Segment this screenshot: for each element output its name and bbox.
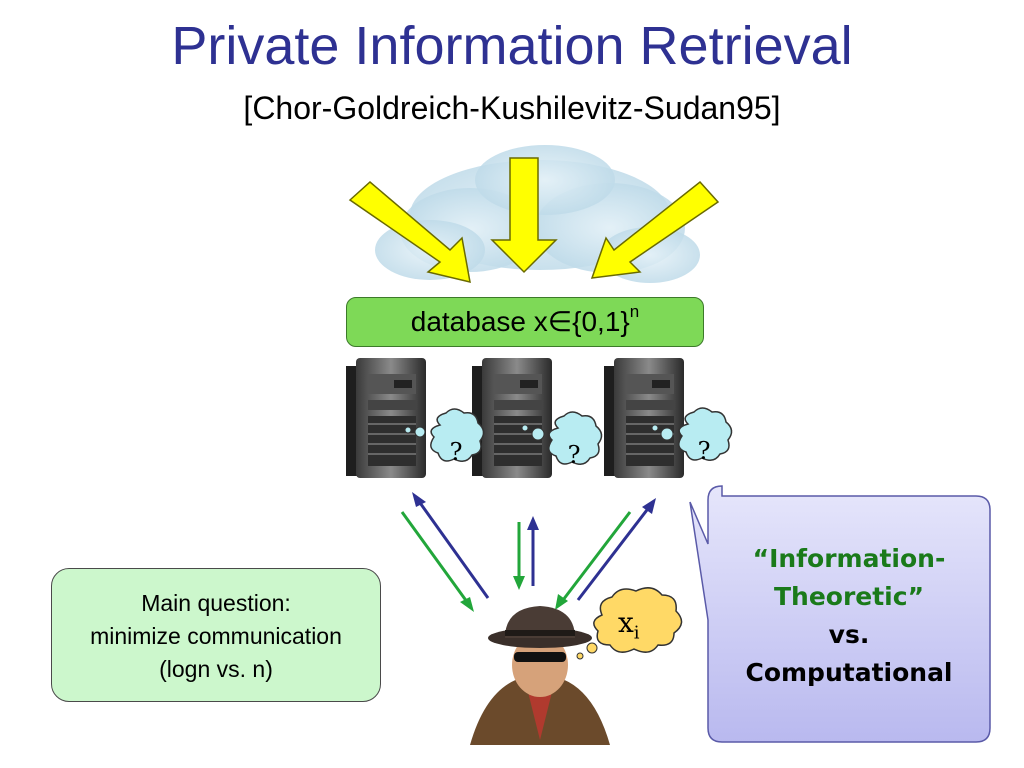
callout-line3: vs.	[828, 620, 870, 649]
database-label: database x∈{0,1}	[410, 306, 630, 337]
slide-title: Private Information Retrieval	[171, 16, 853, 76]
database-box: database x∈{0,1}n	[346, 297, 704, 347]
comm-arrows	[400, 492, 656, 612]
user-thought-var: x	[618, 606, 634, 639]
user-thought-bubble	[576, 587, 683, 660]
main-question-box: Main question: minimize communication (l…	[51, 568, 381, 702]
callout-text: “Information- Theoretic” vs. Computation…	[718, 540, 980, 692]
yellow-arrow-right	[590, 180, 720, 279]
server-2-thought-text: ?	[568, 441, 581, 469]
server-2	[472, 358, 552, 478]
slide-subtitle: [Chor-Goldreich-Kushilevitz-Sudan95]	[243, 90, 781, 126]
callout-line4: Computational	[745, 658, 953, 687]
spy-user	[470, 606, 610, 745]
server-2-thought-bubble: ?	[521, 411, 603, 469]
user-thought-sub: i	[633, 622, 640, 644]
callout-line2: Theoretic”	[773, 582, 925, 611]
server-1	[346, 358, 426, 478]
callout-line1: “Information-	[752, 544, 946, 573]
server-3	[604, 358, 684, 478]
server-3-thought-text: ?	[698, 437, 711, 465]
main-question-line2: minimize communication	[90, 623, 342, 649]
server-3-thought-bubble: ?	[651, 407, 733, 465]
database-superscript: n	[629, 302, 640, 321]
callout-box	[689, 485, 991, 743]
yellow-arrow-center	[490, 157, 558, 274]
main-question-line3: (logn vs. n)	[159, 656, 273, 682]
user-thought-text: xi	[618, 606, 640, 644]
server-1-thought-bubble: ?	[404, 408, 485, 466]
yellow-arrow-left	[348, 181, 471, 283]
main-question-line1: Main question:	[141, 590, 291, 616]
server-1-thought-text: ?	[450, 438, 463, 466]
